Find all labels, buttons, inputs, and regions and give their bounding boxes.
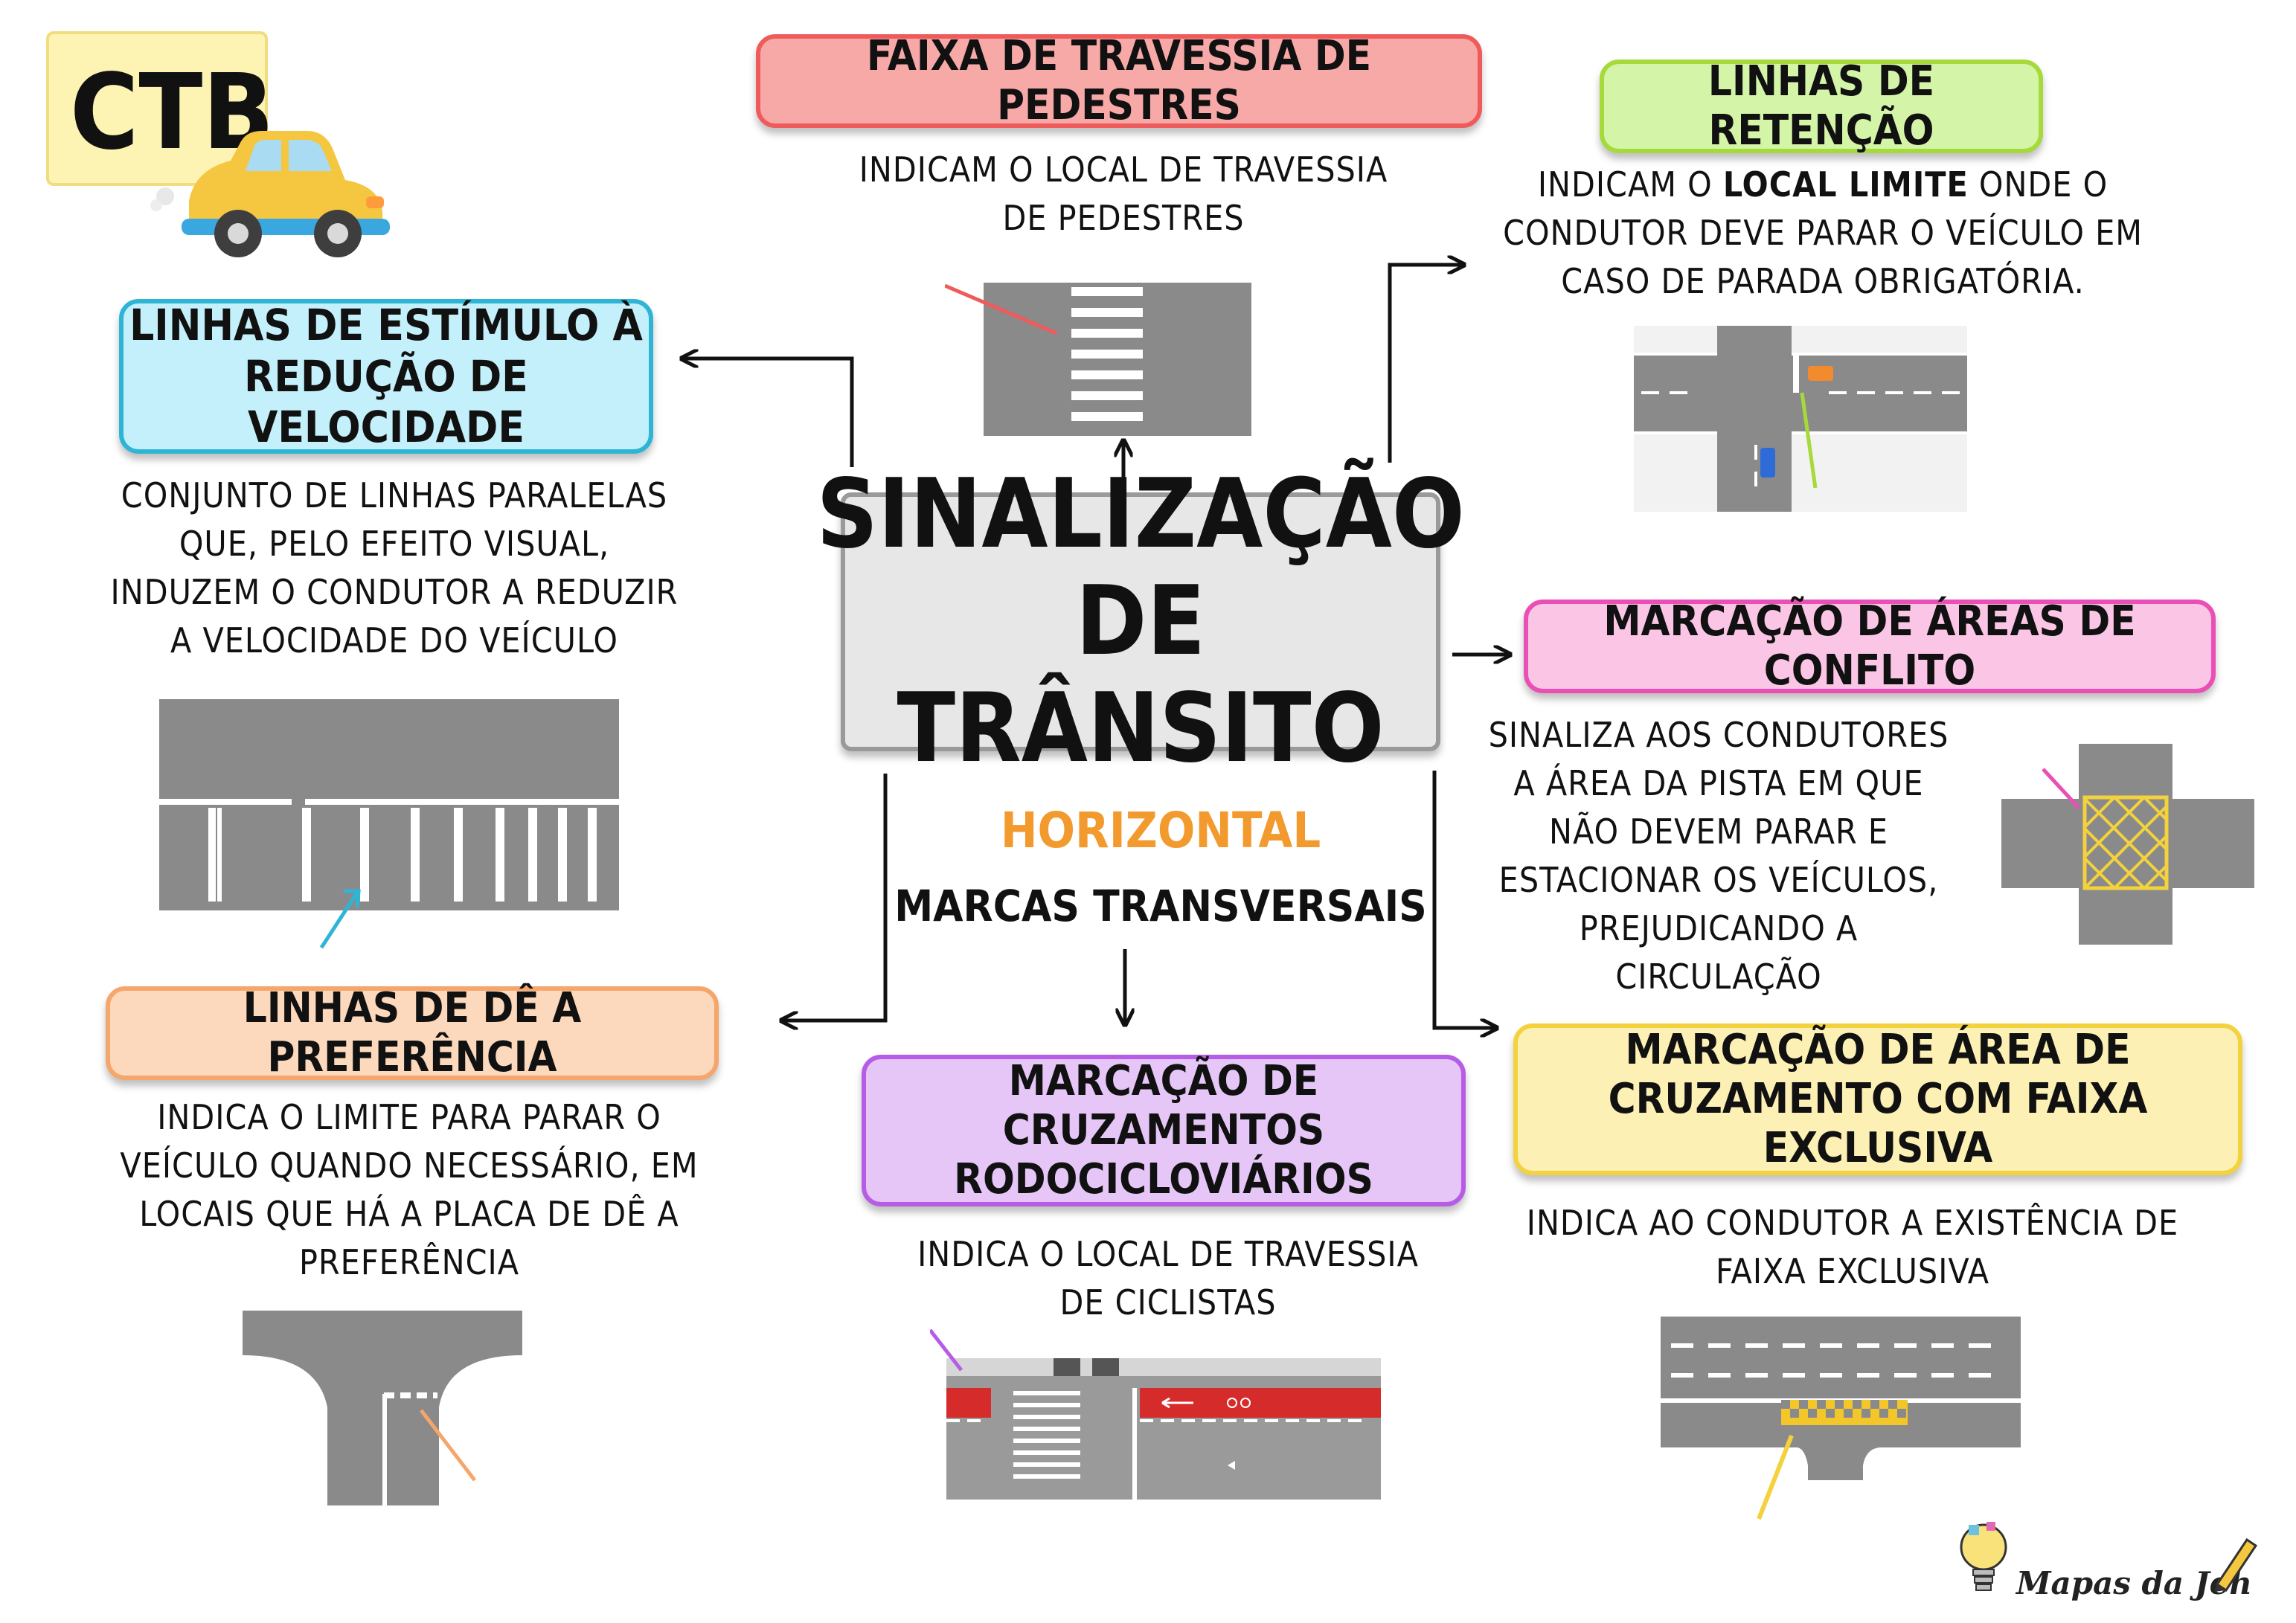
car-icon — [150, 131, 390, 257]
desc-line: PREFERÊNCIA — [298, 1242, 520, 1282]
node-rodociclo: MARCAÇÃO DE CRUZAMENTOS RODOCICLOVIÁRIOS — [862, 1055, 1466, 1206]
ctb-badge: CTB — [46, 31, 274, 186]
node-exclusiva: MARCAÇÃO DE ÁREA DE CRUZAMENTO COM FAIXA… — [1513, 1023, 2242, 1175]
desc-line: INDICA O LIMITE PARA PARAR O — [157, 1097, 661, 1137]
node-preferencia-desc: INDICA O LIMITE PARA PARAR O VEÍCULO QUA… — [67, 1093, 751, 1287]
node-faixa-travessia-title: FAIXA DE TRAVESSIA DE PEDESTRES — [866, 31, 1372, 129]
desc-text: ONDE O — [1968, 164, 2109, 205]
node-preferencia-title: LINHAS DE DÊ A PREFERÊNCIA — [243, 983, 582, 1082]
conflict-area-image — [2001, 744, 2254, 945]
desc-line: NÃO DEVEM PARAR E — [1549, 812, 1888, 852]
desc-line: DE PEDESTRES — [1002, 198, 1245, 238]
arrow-to-estimulo — [682, 359, 854, 467]
node-estimulo-title-line: LINHAS DE ESTÍMULO À — [129, 300, 643, 351]
node-estimulo-title-line: REDUÇÃO DE VELOCIDADE — [244, 350, 528, 453]
node-conflito-title: MARCAÇÃO DE ÁREAS DE CONFLITO — [1603, 597, 2136, 695]
desc-line: INDICAM O LOCAL LIMITE ONDE O — [1473, 161, 2172, 209]
bike-crossing-image — [930, 1328, 1381, 1500]
desc-line: VEÍCULO QUANDO NECESSÁRIO, EM — [120, 1145, 699, 1186]
node-estimulo-desc: CONJUNTO DE LINHAS PARALELAS QUE, PELO E… — [45, 472, 744, 665]
arrow-to-exclusiva — [1432, 771, 1497, 1028]
lightbulb-logo-icon — [1960, 1522, 2007, 1591]
desc-line: INDICA O LOCAL DE TRAVESSIA — [917, 1234, 1419, 1274]
desc-line: QUE, PELO EFEITO VISUAL, — [179, 524, 610, 564]
desc-line: CASO DE PARADA OBRIGATÓRIA. — [1561, 261, 2085, 301]
category-subtitle: MARCAS TRANSVERSAIS — [894, 881, 1427, 931]
node-rodociclo-desc: INDICA O LOCAL DE TRAVESSIA DE CICLISTAS — [848, 1230, 1488, 1327]
node-faixa-travessia-desc: INDICAM O LOCAL DE TRAVESSIA DE PEDESTRE… — [804, 146, 1443, 242]
desc-line: CONJUNTO DE LINHAS PARALELAS — [121, 475, 668, 515]
desc-line: SINALIZA AOS CONDUTORES — [1488, 715, 1949, 755]
node-exclusiva-title-line: MARCAÇÃO DE ÁREA DE — [1625, 1025, 2131, 1074]
desc-line: CONDUTOR DEVE PARAR O VEÍCULO EM — [1503, 213, 2143, 253]
arrow-to-preferencia — [781, 774, 888, 1021]
arrow-to-retencao — [1388, 265, 1464, 463]
speed-lines-image — [159, 699, 619, 949]
desc-line: PREJUDICANDO A — [1579, 908, 1859, 948]
desc-line: CIRCULAÇÃO — [1615, 957, 1822, 997]
node-faixa-travessia: FAIXA DE TRAVESSIA DE PEDESTRES — [756, 31, 1482, 129]
node-rodociclo-title-line: RODOCICLOVIÁRIOS — [954, 1155, 1373, 1204]
desc-line: FAIXA EXCLUSIVA — [1715, 1251, 1990, 1291]
desc-text: INDICAM O — [1537, 164, 1723, 205]
exclusive-lane-image — [1661, 1317, 2021, 1520]
signature-text: Mapas da Jeh — [2016, 1565, 2252, 1601]
desc-line: INDICA AO CONDUTOR A EXISTÊNCIA DE — [1526, 1203, 2179, 1243]
desc-line: ESTACIONAR OS VEÍCULOS, — [1498, 860, 1939, 900]
desc-line: A ÁREA DA PISTA EM QUE — [1513, 763, 1924, 803]
desc-bold-text: LOCAL LIMITE — [1722, 164, 1969, 205]
yield-line-image — [243, 1311, 522, 1505]
pencil-icon — [2214, 1537, 2258, 1592]
category-title: HORIZONTAL — [1000, 802, 1321, 859]
node-conflito-desc: SINALIZA AOS CONDUTORES A ÁREA DA PISTA … — [1458, 711, 1979, 1001]
desc-line: LOCAIS QUE HÁ A PLACA DE DÊ A — [139, 1194, 679, 1234]
desc-line: DE CICLISTAS — [1059, 1282, 1277, 1322]
node-retencao-title: LINHAS DE RETENÇÃO — [1707, 57, 1935, 155]
node-retencao: LINHAS DE RETENÇÃO — [1600, 57, 2043, 155]
center-title-line2: DE TRÂNSITO — [897, 566, 1385, 784]
crosswalk-image — [945, 283, 1251, 436]
desc-line: A VELOCIDADE DO VEÍCULO — [170, 620, 618, 661]
center-title-line1: SINALIZAÇÃO — [816, 459, 1465, 570]
node-preferencia: LINHAS DE DÊ A PREFERÊNCIA — [106, 983, 719, 1082]
desc-line: INDICAM O LOCAL DE TRAVESSIA — [859, 150, 1388, 190]
center-node: SINALIZAÇÃO DE TRÂNSITO — [816, 461, 1465, 782]
node-estimulo: LINHAS DE ESTÍMULO À REDUÇÃO DE VELOCIDA… — [119, 299, 653, 454]
node-retencao-desc: INDICAM O LOCAL LIMITE ONDE O CONDUTOR D… — [1473, 161, 2172, 306]
node-exclusiva-title-line: CRUZAMENTO COM FAIXA EXCLUSIVA — [1608, 1074, 2148, 1173]
node-conflito: MARCAÇÃO DE ÁREAS DE CONFLITO — [1524, 597, 2216, 695]
node-rodociclo-title-line: MARCAÇÃO DE CRUZAMENTOS — [1002, 1056, 1325, 1154]
desc-line: INDUZEM O CONDUTOR A REDUZIR — [110, 572, 679, 612]
stop-line-image — [1634, 326, 1967, 512]
node-exclusiva-desc: INDICA AO CONDUTOR A EXISTÊNCIA DE FAIXA… — [1503, 1199, 2202, 1296]
